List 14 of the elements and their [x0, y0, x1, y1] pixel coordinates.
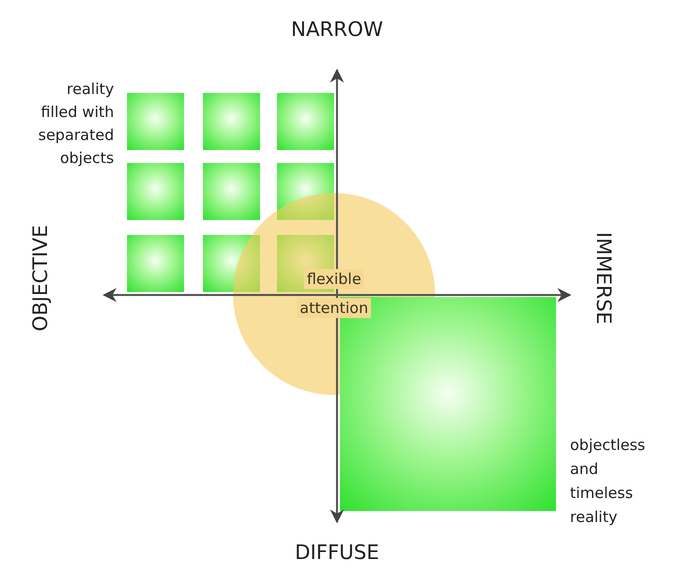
gradient-square: [277, 163, 334, 220]
axis-label: IMMERSE: [592, 232, 616, 324]
axis-label: NARROW: [290, 17, 384, 41]
gradient-square: [127, 163, 184, 220]
gradient-square: [127, 235, 184, 292]
region-description: reality filled with separated objects: [37, 79, 114, 169]
gradient-square: [277, 93, 334, 150]
axis-label: OBJECTIVE: [28, 225, 52, 332]
region-description: objectless and timeless reality: [570, 435, 646, 528]
gradient-square: [127, 93, 184, 150]
gradient-square: [203, 93, 260, 150]
gradient-square: [203, 235, 260, 292]
axis-label: DIFFUSE: [294, 540, 380, 564]
gradient-square: [203, 163, 260, 220]
